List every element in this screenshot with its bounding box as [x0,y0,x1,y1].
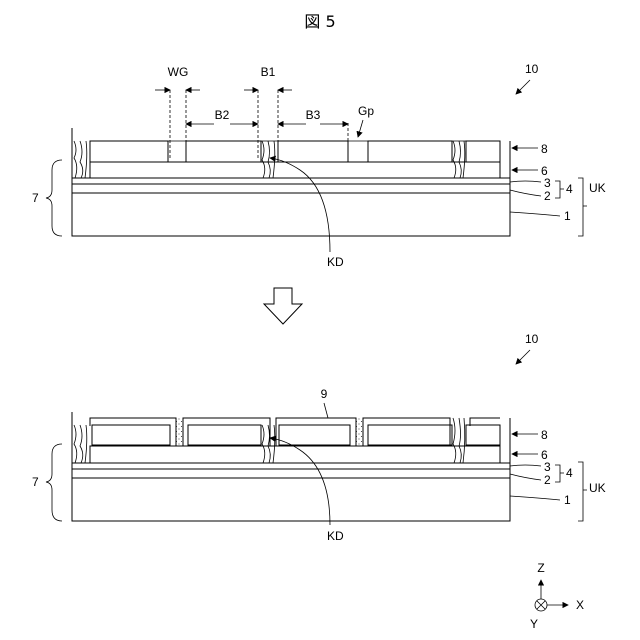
layer-8-segment [188,425,261,445]
label-b3: B3 [306,108,321,122]
layer-3 [72,178,510,184]
process-arrow-icon [264,288,302,324]
top-cross-section: WG B1 B2 B3 Gp 10 8 6 3 2 4 1 UK 7 KD [32,62,606,269]
layer-8-segment [278,141,348,162]
label-layer-4: 4 [566,182,573,196]
layer-8-segment [90,141,168,162]
axis-z-label: Z [537,561,544,575]
layer-2 [72,469,510,478]
label-layer-7: 7 [32,475,39,489]
axis-x-label: X [576,598,584,612]
boundary-region-kd [74,141,465,178]
label-ref-10: 10 [525,62,539,76]
label-layer-3: 3 [544,460,551,474]
label-layer-4: 4 [566,466,573,480]
bottom-cross-section: 9 10 8 6 3 2 4 1 UK 7 KD [32,332,606,543]
label-gp: Gp [358,104,374,118]
layer-8-segment [466,141,500,162]
layer-8-segment [279,425,350,445]
label-layer-8: 8 [541,142,548,156]
layer-8-segment [186,141,261,162]
layer-8-segment [368,141,452,162]
label-uk: UK [589,181,606,195]
layer-8-segment [92,425,170,445]
label-kd: KD [327,255,344,269]
figure-title: 図 5 [304,12,335,31]
axes-indicator: Z X Y [530,561,584,631]
label-layer-2: 2 [544,473,551,487]
label-b2: B2 [215,108,230,122]
label-layer-1: 1 [564,209,571,223]
layer-6 [90,446,500,463]
layer-1-substrate [72,478,510,521]
layer-2 [72,184,510,193]
layer-3 [72,463,510,469]
layer-8-segment [466,425,500,445]
label-ref-10: 10 [525,332,539,346]
label-layer-7: 7 [32,191,39,205]
label-kd: KD [327,529,344,543]
layer-6 [90,162,500,178]
layer-8-segment [368,425,452,445]
label-wg: WG [168,65,189,79]
label-layer-3: 3 [544,176,551,190]
label-uk: UK [589,481,606,495]
label-layer-8: 8 [541,428,548,442]
label-b1: B1 [261,65,276,79]
label-layer-9: 9 [321,387,328,401]
axis-y-label: Y [530,617,538,631]
label-layer-2: 2 [544,189,551,203]
layer-1-substrate [72,193,510,236]
label-layer-1: 1 [564,493,571,507]
layer-9 [90,418,500,446]
